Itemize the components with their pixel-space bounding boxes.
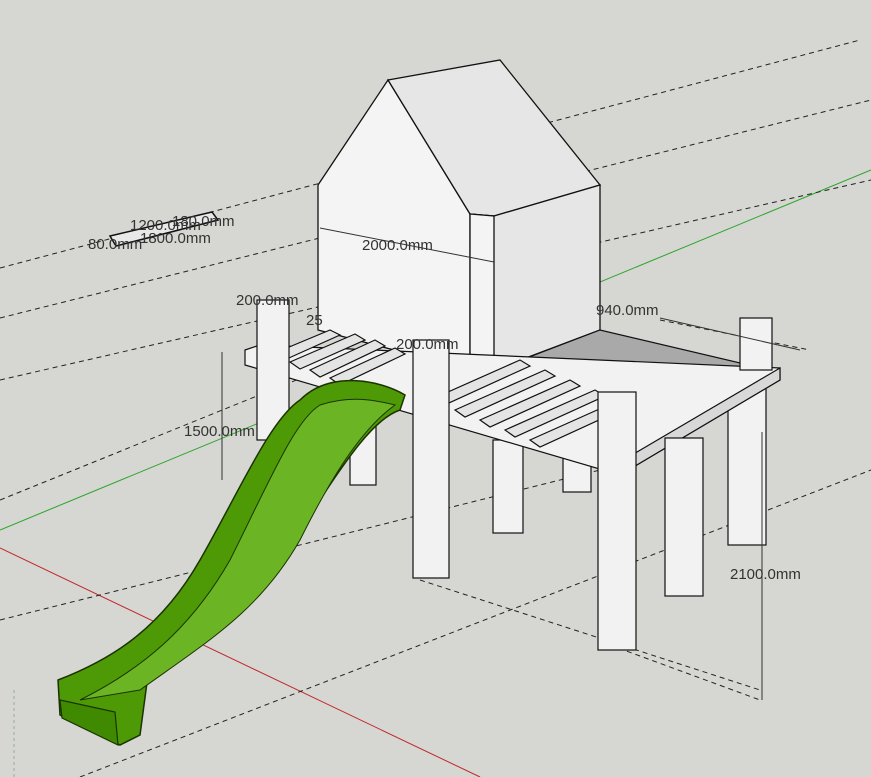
dimension-label: 200.0mm [236, 292, 299, 309]
red-axis [0, 547, 481, 777]
post [739, 317, 773, 371]
deck-slats [268, 329, 627, 448]
dimension-label: 1800.0mm [140, 230, 211, 247]
dimension-label: 200.0mm [396, 336, 459, 353]
dimension-label: 1200.0mm [130, 217, 201, 234]
dimension-lines [221, 227, 801, 700]
post [412, 339, 450, 579]
dimension-label: 940.0mm [596, 302, 659, 319]
dimension-label: 1500.0mm [184, 423, 255, 440]
dimension-label: 80.0mm [88, 236, 142, 253]
post [664, 437, 704, 597]
dimension-label: 2100.0mm [730, 566, 801, 583]
dimension-label: 2000.0mm [362, 237, 433, 254]
dimension-label: 180.0mm [172, 213, 235, 230]
dimension-label: 25 [306, 312, 323, 329]
post [727, 384, 767, 546]
loose-board [108, 211, 220, 247]
post [492, 439, 524, 534]
playhouse [317, 59, 602, 371]
slide [57, 379, 406, 747]
post [597, 391, 637, 651]
